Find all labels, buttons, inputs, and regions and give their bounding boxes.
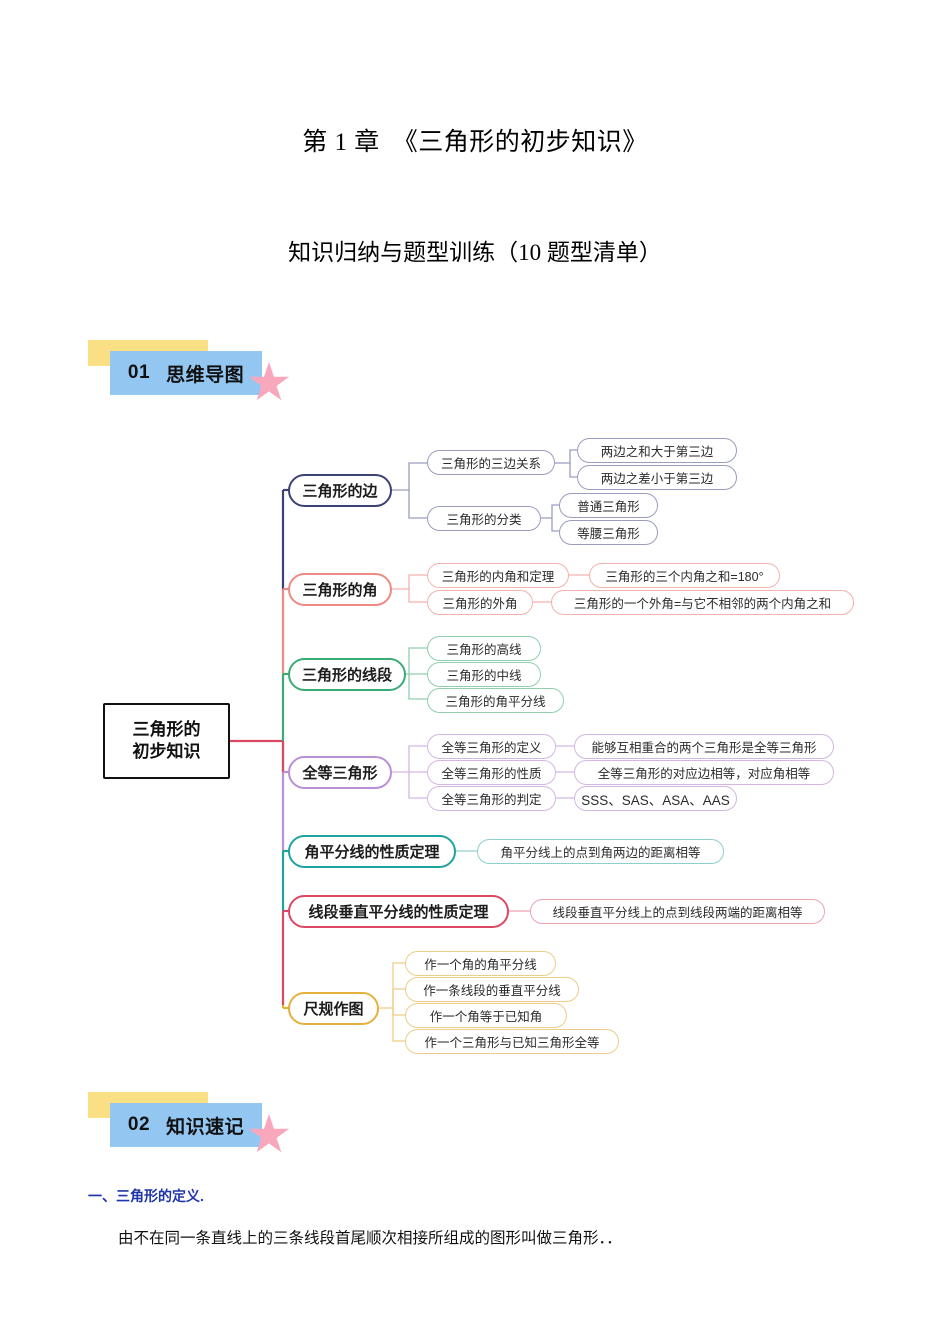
badge-number: 01 (127, 362, 151, 383)
mindmap-node-construct-congruent-triangle[interactable]: 作一个三角形与已知三角形全等 (405, 1029, 619, 1054)
mindmap-node-sum-greater[interactable]: 两边之和大于第三边 (577, 438, 737, 463)
mindmap-node-side-relation[interactable]: 三角形的三边关系 (427, 450, 555, 475)
badge-label-group: 02 知识速记 (110, 1103, 262, 1147)
root-line-2: 初步知识 (132, 742, 201, 761)
mindmap-node-angle-bisector-line[interactable]: 三角形的角平分线 (427, 688, 564, 713)
mindmap-node-congruent-definition[interactable]: 全等三角形的定义 (427, 734, 556, 759)
mindmap-node-altitude[interactable]: 三角形的高线 (427, 636, 541, 661)
page-title: 第 1 章 《三角形的初步知识》 (302, 129, 648, 156)
mindmap-node-ordinary-triangle[interactable]: 普通三角形 (559, 493, 658, 518)
mindmap-branch-congruent-triangles[interactable]: 全等三角形 (288, 756, 392, 789)
mindmap-node-diff-less[interactable]: 两边之差小于第三边 (577, 465, 737, 490)
badge-blue-panel (110, 351, 262, 395)
section-badge-01: 01 思维导图 (88, 340, 303, 401)
mindmap-node-construct-equal-angle[interactable]: 作一个角等于已知角 (405, 1003, 567, 1028)
mindmap-branch-triangle-angles[interactable]: 三角形的角 (288, 573, 392, 606)
mindmap-node-congruent-criteria-detail[interactable]: SSS、SAS、ASA、AAS (574, 786, 737, 811)
page-subtitle: 知识归纳与题型训练（10 题型清单） (288, 240, 662, 265)
knowledge-body: 由不在同一条直线上的三条线段首尾顺次相接所组成的图形叫做三角形．． (118, 1230, 622, 1247)
badge-title: 思维导图 (166, 364, 245, 386)
mindmap-node-median[interactable]: 三角形的中线 (427, 662, 541, 687)
root-line-1: 三角形的 (132, 720, 201, 739)
mindmap-node-perpendicular-bisector-detail[interactable]: 线段垂直平分线上的点到线段两端的距离相等 (530, 899, 825, 924)
mindmap-node-exterior-angle[interactable]: 三角形的外角 (427, 590, 533, 615)
mindmap-node-interior-sum-180[interactable]: 三角形的三个内角之和=180° (589, 563, 780, 588)
section-badge-02: 02 知识速记 (88, 1092, 303, 1153)
mindmap-node-construct-angle-bisector[interactable]: 作一个角的角平分线 (405, 951, 556, 976)
mindmap-node-congruent-definition-detail[interactable]: 能够互相重合的两个三角形是全等三角形 (574, 734, 834, 759)
mindmap-branch-angle-bisector-theorem[interactable]: 角平分线的性质定理 (288, 835, 456, 868)
mindmap-node-isosceles-triangle[interactable]: 等腰三角形 (559, 520, 658, 545)
mindmap-branch-triangle-segments[interactable]: 三角形的线段 (288, 658, 406, 691)
mindmap-branch-triangle-sides[interactable]: 三角形的边 (288, 474, 392, 507)
mindmap-node-exterior-angle-rule[interactable]: 三角形的一个外角=与它不相邻的两个内角之和 (551, 590, 854, 615)
mindmap-root-node[interactable]: 三角形的 初步知识 (103, 703, 230, 779)
mindmap-node-congruent-property-detail[interactable]: 全等三角形的对应边相等，对应角相等 (574, 760, 834, 785)
mindmap-branch-ruler-compass-construction[interactable]: 尺规作图 (288, 992, 379, 1025)
mindmap-node-congruent-property[interactable]: 全等三角形的性质 (427, 760, 556, 785)
badge-label-group: 01 思维导图 (110, 351, 262, 395)
mindmap-node-congruent-criteria[interactable]: 全等三角形的判定 (427, 786, 556, 811)
badge-blue-panel (110, 1103, 262, 1147)
mindmap-node-angle-bisector-theorem-detail[interactable]: 角平分线上的点到角两边的距离相等 (477, 839, 724, 864)
mindmap-node-interior-angle-theorem[interactable]: 三角形的内角和定理 (427, 563, 569, 588)
badge-title: 知识速记 (166, 1116, 245, 1138)
mindmap-node-classification[interactable]: 三角形的分类 (427, 506, 541, 531)
mindmap-node-construct-perp-bisector[interactable]: 作一条线段的垂直平分线 (405, 977, 579, 1002)
knowledge-heading: 一、三角形的定义. (88, 1188, 204, 1204)
badge-number: 02 (127, 1114, 151, 1135)
mindmap-branch-perpendicular-bisector-theorem[interactable]: 线段垂直平分线的性质定理 (288, 895, 509, 928)
